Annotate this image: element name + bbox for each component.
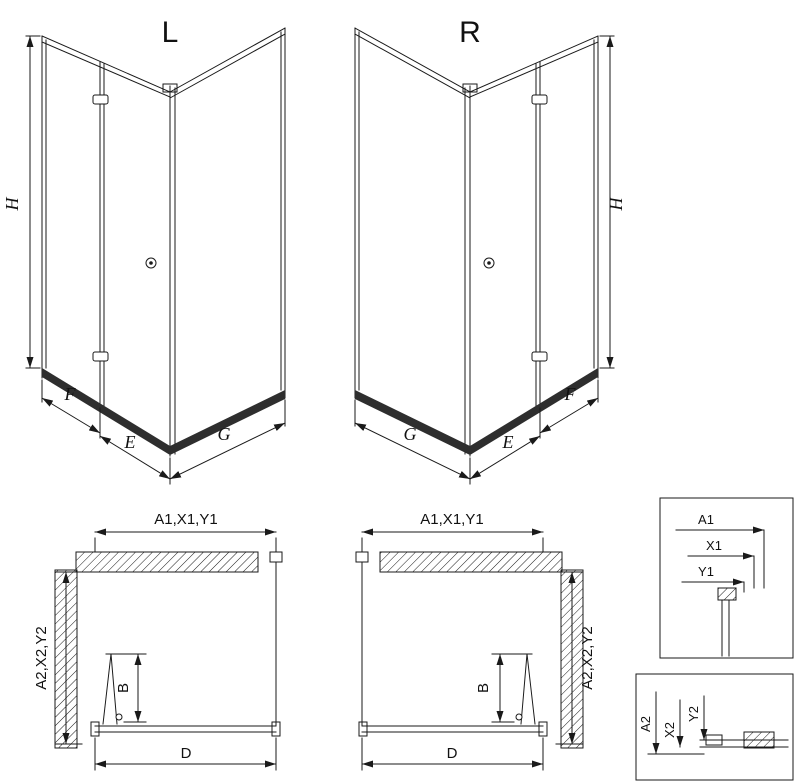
dim-label-top-left-plan: A1,X1,Y1 <box>154 511 217 528</box>
hatch-wall-top <box>379 551 563 573</box>
door-handle-dot <box>149 261 153 265</box>
dim-label-height-right: H <box>606 197 626 212</box>
edge <box>469 41 599 98</box>
profile-section <box>743 731 775 749</box>
dim-label-width-left-plan: D <box>181 745 192 762</box>
wall-profile <box>538 721 548 737</box>
door-leaf <box>526 653 536 725</box>
door-handle <box>115 713 123 721</box>
door-leaf <box>110 653 118 725</box>
detail-panel-top: A1 X1 Y1 <box>659 497 794 659</box>
detail-box <box>635 673 794 781</box>
hinge <box>92 351 109 362</box>
dim-label-f-right: F <box>564 384 577 404</box>
dim-label-side-right-plan: A2,X2,Y2 <box>579 626 596 689</box>
detail-label-x1: X1 <box>706 538 722 553</box>
wall-profile <box>358 721 368 737</box>
detail-label-a2: A2 <box>638 716 653 732</box>
hatch-wall-top <box>75 551 259 573</box>
dim-label-width-right-plan: D <box>447 745 458 762</box>
dim-label-f-left: F <box>64 384 77 404</box>
tray-band <box>470 368 598 455</box>
detail-label-y2: Y2 <box>686 706 701 722</box>
dim-line-f <box>539 397 599 434</box>
variant-label-left: L <box>162 16 179 49</box>
dim-label-e-right: E <box>502 432 514 452</box>
variant-label-right: R <box>459 16 481 49</box>
door-handle-dot <box>487 261 491 265</box>
wall-profile <box>90 721 100 737</box>
edge <box>354 33 471 99</box>
hinge <box>531 351 548 362</box>
detail-label-y1: Y1 <box>698 564 714 579</box>
detail-panel-bottom: A2 X2 Y2 <box>635 673 794 781</box>
dim-label-side-left-plan: A2,X2,Y2 <box>33 626 50 689</box>
plan-view-left: A1,X1,Y1 A2,X2,Y2 B D <box>33 511 283 771</box>
edge <box>354 27 471 93</box>
hinge <box>531 94 548 105</box>
door-handle <box>515 713 523 721</box>
plan-view-right: A1,X1,Y1 A2,X2,Y2 B D <box>355 511 596 771</box>
dim-label-g-left: G <box>218 424 231 444</box>
dim-line-g <box>169 422 286 480</box>
edge <box>41 41 171 98</box>
dim-line-e <box>469 435 541 480</box>
profile <box>705 734 723 746</box>
wall-profile <box>269 551 283 563</box>
dim-label-door-left-plan: B <box>115 683 132 693</box>
edge <box>169 27 286 93</box>
tray-band <box>170 390 285 455</box>
detail-box <box>659 497 794 659</box>
hinge <box>92 94 109 105</box>
edge <box>41 35 171 93</box>
dim-label-e-left: E <box>124 432 136 452</box>
edge <box>169 33 286 99</box>
dim-label-door-right-plan: B <box>475 683 492 693</box>
edge <box>469 35 599 93</box>
door-leaf <box>520 653 528 725</box>
dim-label-height-left: H <box>2 197 22 212</box>
dim-line-e <box>99 435 171 480</box>
wall-profile <box>355 551 369 563</box>
door-leaf <box>102 653 112 725</box>
dim-line-g <box>354 422 471 480</box>
tray-band <box>355 390 470 455</box>
enclosure-3d-right: R H <box>354 16 626 485</box>
dim-label-top-right-plan: A1,X1,Y1 <box>420 511 483 528</box>
dim-label-g-right: G <box>404 424 417 444</box>
enclosure-3d-left: L H <box>2 16 286 485</box>
detail-label-a1: A1 <box>698 512 714 527</box>
profile-section <box>717 587 737 601</box>
dim-line-f <box>41 397 101 434</box>
wall-profile <box>271 721 281 737</box>
tray-band <box>42 368 170 455</box>
detail-label-x2: X2 <box>662 722 677 738</box>
